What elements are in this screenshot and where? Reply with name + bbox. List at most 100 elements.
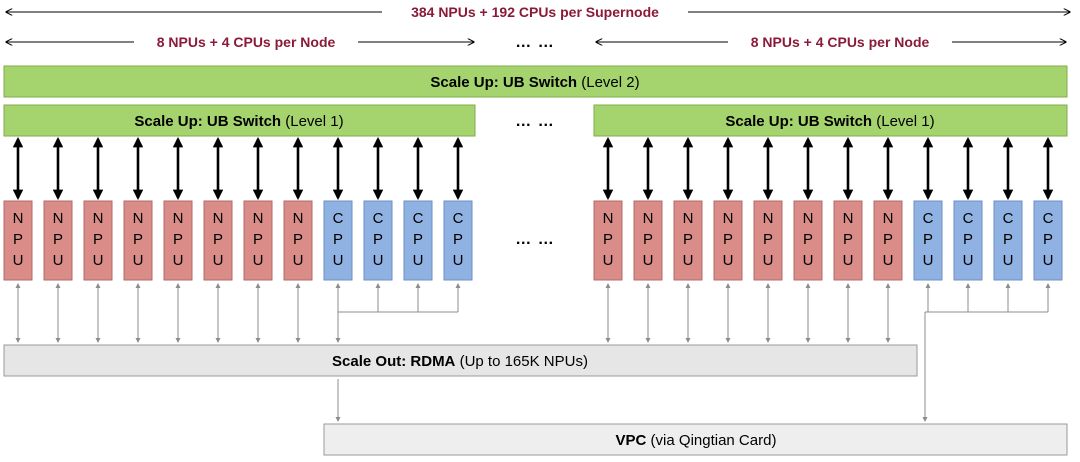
cpu-chip-letter: C xyxy=(963,210,974,227)
npu-chip-letter: P xyxy=(723,231,733,248)
chips-ellipsis: … … xyxy=(515,231,554,248)
node-label-right: 8 NPUs + 4 CPUs per Node xyxy=(751,34,930,50)
node-label-left: 8 NPUs + 4 CPUs per Node xyxy=(157,34,336,50)
npu-chip-left-3 xyxy=(83,200,113,281)
cpu-chip-letter: U xyxy=(453,252,464,269)
ub-switch-level2-label: Scale Up: UB Switch (Level 2) xyxy=(430,74,639,91)
npu-chip-letter: P xyxy=(883,231,893,248)
cpu-chip-letter: C xyxy=(1003,210,1014,227)
npu-chip-letter: P xyxy=(173,231,183,248)
npu-chip-right-2 xyxy=(633,200,663,281)
cpu-chip-letter: P xyxy=(963,231,973,248)
npu-chip-letter: N xyxy=(253,210,264,227)
cpu-chip-left-9 xyxy=(323,200,353,281)
npu-chip-letter: P xyxy=(93,231,103,248)
cpu-chip-letter: P xyxy=(1003,231,1013,248)
npu-chip-letter: N xyxy=(683,210,694,227)
ub-switch-level2: Scale Up: UB Switch (Level 2) xyxy=(3,65,1068,98)
npu-chip-left-2 xyxy=(43,200,73,281)
cpu-chip-letter: U xyxy=(373,252,384,269)
npu-chip-right-5 xyxy=(753,200,783,281)
cpu-chip-letter: C xyxy=(373,210,384,227)
npu-chip-letter: N xyxy=(133,210,144,227)
cpu-chip-letter: P xyxy=(333,231,343,248)
npu-chip-right-1 xyxy=(593,200,623,281)
npu-chip-left-1 xyxy=(3,200,33,281)
switch-ellipsis: … … xyxy=(515,113,554,130)
npu-chip-letter: N xyxy=(213,210,224,227)
rdma-bar-label: Scale Out: RDMA (Up to 165K NPUs) xyxy=(332,353,588,370)
npu-chip-letter: N xyxy=(883,210,894,227)
npu-chip-letter: N xyxy=(723,210,734,227)
npu-chip-letter: N xyxy=(843,210,854,227)
npu-chip-letter: P xyxy=(843,231,853,248)
npu-chip-letter: U xyxy=(683,252,694,269)
ub-switch-level1-right-label: Scale Up: UB Switch (Level 1) xyxy=(725,113,934,130)
cpu-chip-letter: C xyxy=(333,210,344,227)
npu-chip-letter: P xyxy=(13,231,23,248)
npu-chip-letter: N xyxy=(763,210,774,227)
npu-chip-letter: N xyxy=(803,210,814,227)
cpu-chip-letter: U xyxy=(333,252,344,269)
cpu-chip-letter: U xyxy=(413,252,424,269)
node-span-right: 8 NPUs + 4 CPUs per Node xyxy=(596,34,1066,50)
npu-chip-letter: P xyxy=(803,231,813,248)
npu-chip-letter: U xyxy=(213,252,224,269)
cpu-chip-letter: C xyxy=(453,210,464,227)
npu-chip-letter: U xyxy=(53,252,64,269)
npu-chip-right-4 xyxy=(713,200,743,281)
supernode-label: 384 NPUs + 192 CPUs per Supernode xyxy=(411,4,659,20)
npu-chip-letter: P xyxy=(253,231,263,248)
npu-chip-left-8 xyxy=(283,200,313,281)
cpu-chip-left-11 xyxy=(403,200,433,281)
npu-chip-letter: P xyxy=(213,231,223,248)
network-links xyxy=(15,283,1051,422)
cpu-chip-left-10 xyxy=(363,200,393,281)
npu-chip-letter: P xyxy=(53,231,63,248)
npu-chip-letter: N xyxy=(603,210,614,227)
cpu-chip-left-12 xyxy=(443,200,473,281)
supernode-span: 384 NPUs + 192 CPUs per Supernode xyxy=(6,4,1070,20)
cpu-chip-letter: P xyxy=(373,231,383,248)
cpu-chip-letter: P xyxy=(923,231,933,248)
ub-switch-level1-left-label: Scale Up: UB Switch (Level 1) xyxy=(134,113,343,130)
npu-chip-letter: U xyxy=(643,252,654,269)
cpu-chip-letter: C xyxy=(413,210,424,227)
npu-chip-letter: N xyxy=(13,210,24,227)
cpu-chip-letter: U xyxy=(923,252,934,269)
cpu-chip-letter: U xyxy=(1003,252,1014,269)
cpu-chip-right-11 xyxy=(993,200,1023,281)
npu-chip-letter: P xyxy=(683,231,693,248)
npu-chip-letter: U xyxy=(883,252,894,269)
npu-chip-right-7 xyxy=(833,200,863,281)
npu-chip-letter: U xyxy=(723,252,734,269)
vpc-bar: VPC (via Qingtian Card) xyxy=(323,423,1068,456)
cpu-chip-letter: P xyxy=(453,231,463,248)
npu-chip-letter: U xyxy=(253,252,264,269)
npu-chip-letter: U xyxy=(293,252,304,269)
npu-chip-left-7 xyxy=(243,200,273,281)
npu-chip-letter: U xyxy=(843,252,854,269)
npu-chip-letter: N xyxy=(173,210,184,227)
npu-chip-letter: U xyxy=(133,252,144,269)
npu-chip-letter: N xyxy=(293,210,304,227)
npu-chip-letter: P xyxy=(603,231,613,248)
node-span-left: 8 NPUs + 4 CPUs per Node xyxy=(6,34,474,50)
cpu-chip-right-10 xyxy=(953,200,983,281)
npu-chip-letter: P xyxy=(293,231,303,248)
npu-chip-letter: N xyxy=(93,210,104,227)
npu-chip-letter: U xyxy=(93,252,104,269)
npu-chip-letter: U xyxy=(13,252,24,269)
npu-chip-letter: U xyxy=(803,252,814,269)
ub-switch-level1-left: Scale Up: UB Switch (Level 1) xyxy=(3,104,476,137)
npu-chip-letter: U xyxy=(603,252,614,269)
npu-chip-letter: U xyxy=(173,252,184,269)
npu-chip-letter: U xyxy=(763,252,774,269)
cpu-chip-letter: P xyxy=(1043,231,1053,248)
npu-chip-letter: P xyxy=(643,231,653,248)
npu-chip-right-8 xyxy=(873,200,903,281)
cpu-chip-letter: U xyxy=(963,252,974,269)
npu-chip-right-3 xyxy=(673,200,703,281)
ub-switch-level1-right: Scale Up: UB Switch (Level 1) xyxy=(593,104,1068,137)
